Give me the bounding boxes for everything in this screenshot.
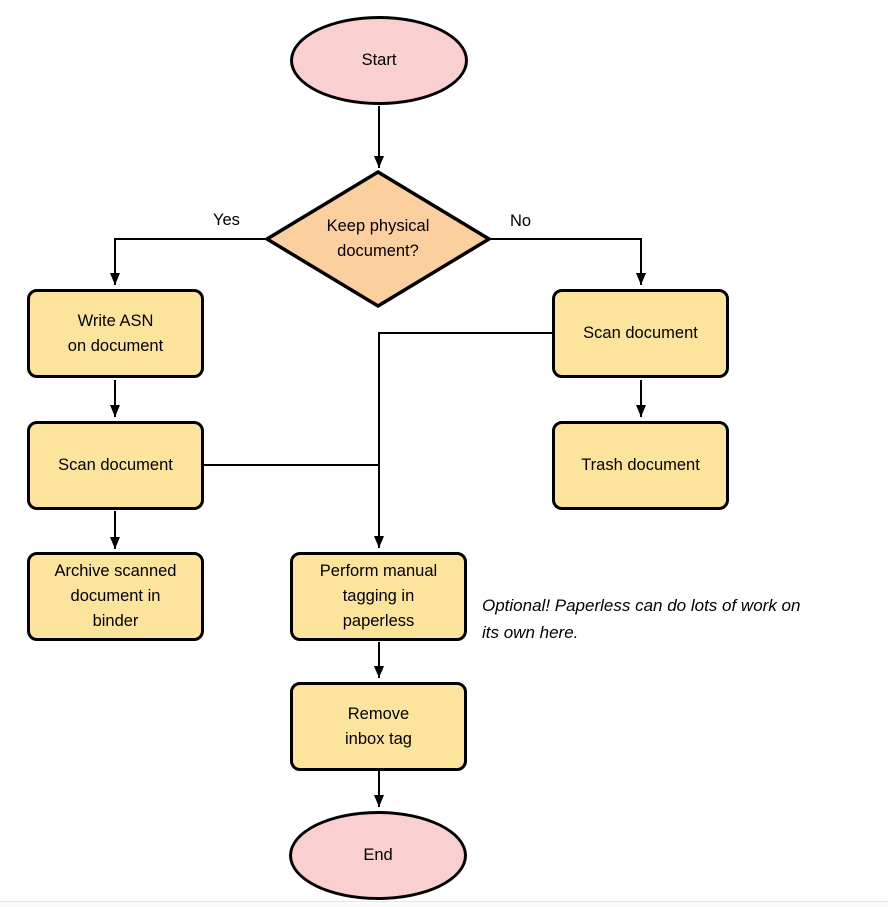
node-archive-binder: Archive scanned document in binder xyxy=(27,552,204,641)
decision-diamond-shape xyxy=(263,169,493,309)
edge-label-no: No xyxy=(508,212,534,231)
node-decision-label: Keep physical document? xyxy=(326,217,430,260)
node-manual-tagging: Perform manual tagging in paperless xyxy=(290,552,467,641)
node-scan-document-left: Scan document xyxy=(27,421,204,510)
edge-label-yes: Yes xyxy=(211,211,242,230)
edge-scanright-tagging xyxy=(374,332,552,548)
node-end: End xyxy=(289,811,467,900)
optional-note-text: Optional! Paperless can do lots of work … xyxy=(482,596,801,642)
node-start: Start xyxy=(290,16,468,105)
node-remove-inbox-tag: Remove inbox tag xyxy=(290,682,467,771)
page-bottom-edge xyxy=(0,901,888,907)
edge-decision-scanright xyxy=(491,238,646,285)
edge-decision-writeasn xyxy=(110,238,265,285)
node-write-asn: Write ASN on document xyxy=(27,289,204,378)
node-scan-document-right: Scan document xyxy=(552,289,729,378)
node-trash-document: Trash document xyxy=(552,421,729,510)
